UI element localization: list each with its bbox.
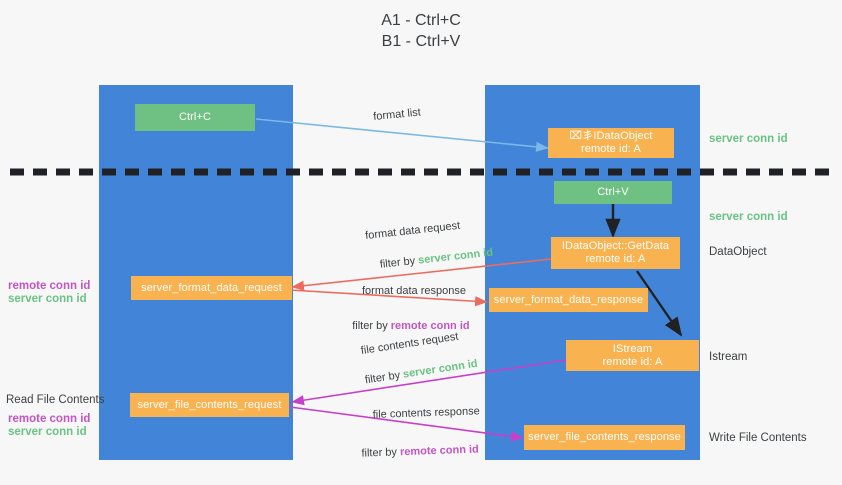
node-server-file-contents-request[interactable]: server_file_contents_request — [130, 393, 289, 417]
annotation-dataobject: DataObject — [709, 246, 767, 258]
edge-label-format-data-response-filter: filter by remote conn id — [340, 305, 470, 347]
arrow-format-data-response — [289, 289, 488, 307]
filter-prefix: filter by — [361, 446, 401, 460]
node-idataobject[interactable]: ⌧丯IDataObject remote id: A — [548, 128, 674, 158]
filter-value-server-conn-id: server conn id — [417, 246, 494, 267]
filter-value-server-conn-id: server conn id — [402, 357, 479, 381]
page-title: A1 - Ctrl+C B1 - Ctrl+V — [381, 12, 461, 50]
filter-value-remote-conn-id: remote conn id — [399, 443, 479, 459]
annotation-left-mid-server-conn-id: server conn id — [8, 293, 87, 305]
node-ctrl-v[interactable]: Ctrl+V — [554, 181, 672, 204]
node-server-format-data-response[interactable]: server_format_data_response — [489, 288, 648, 312]
annotation-left-bottom-server-conn-id: server conn id — [8, 426, 87, 438]
filter-prefix: filter by — [379, 254, 419, 271]
annotation-read-file-contents: Read File Contents — [6, 394, 105, 406]
filter-prefix: filter by — [352, 320, 391, 332]
edge-label-file-contents-response-filter: filter by remote conn id — [349, 429, 480, 475]
annotation-server-conn-id-mid: server conn id — [709, 211, 788, 223]
annotation-write-file-contents: Write File Contents — [709, 432, 807, 444]
arrow-getdata-to-istream — [636, 270, 683, 337]
node-ctrl-c[interactable]: Ctrl+C — [135, 104, 255, 131]
annotation-istream: Istream — [709, 351, 748, 363]
filter-prefix: filter by — [364, 368, 404, 387]
annotation-server-conn-id-top: server conn id — [709, 133, 788, 145]
node-istream[interactable]: IStream remote id: A — [566, 340, 699, 371]
arrow-format-data-request — [291, 258, 552, 291]
arrow-file-contents-request — [291, 359, 567, 406]
arrow-file-contents-response — [289, 406, 524, 442]
annotation-left-bottom-remote-conn-id: remote conn id — [8, 413, 91, 425]
edge-label-format-data-response: format data response — [362, 285, 466, 297]
node-server-format-data-request[interactable]: server_format_data_request — [131, 276, 292, 300]
arrow-format-list — [255, 118, 549, 152]
annotation-left-mid-remote-conn-id: remote conn id — [8, 280, 91, 292]
node-idataobject-getdata[interactable]: IDataObject::GetData remote id: A — [551, 237, 680, 269]
node-server-file-contents-response[interactable]: server_file_contents_response — [524, 425, 685, 450]
filter-value-remote-conn-id: remote conn id — [390, 320, 470, 332]
